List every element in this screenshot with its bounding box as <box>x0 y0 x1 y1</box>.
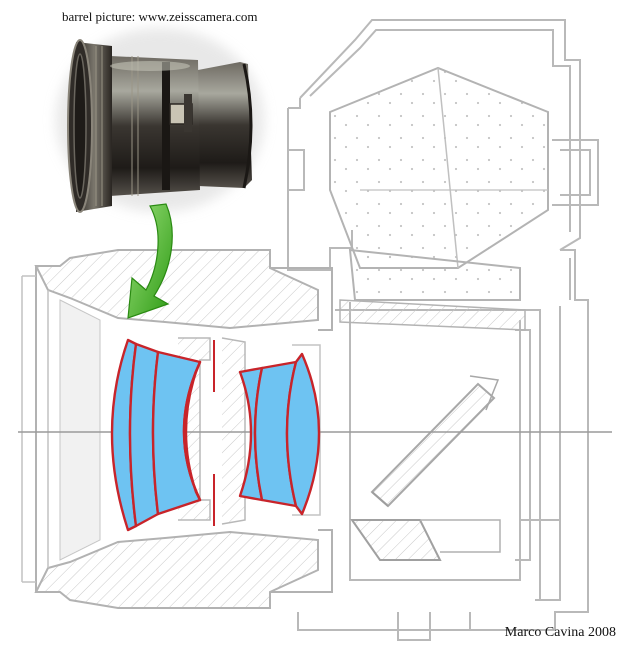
lens-element-7 <box>285 352 321 516</box>
curved-arrow-icon <box>127 203 173 319</box>
lens-elements <box>110 338 321 532</box>
pentaprism <box>329 66 549 331</box>
author-credit: Marco Cavina 2008 <box>504 625 616 640</box>
lens-barrel-section <box>21 249 333 609</box>
barrel-photo <box>56 28 264 213</box>
lens-element-4 <box>182 360 202 502</box>
barrel-photo-credit: barrel picture: www.zeisscamera.com <box>62 9 258 24</box>
reflex-mirror <box>350 375 501 561</box>
